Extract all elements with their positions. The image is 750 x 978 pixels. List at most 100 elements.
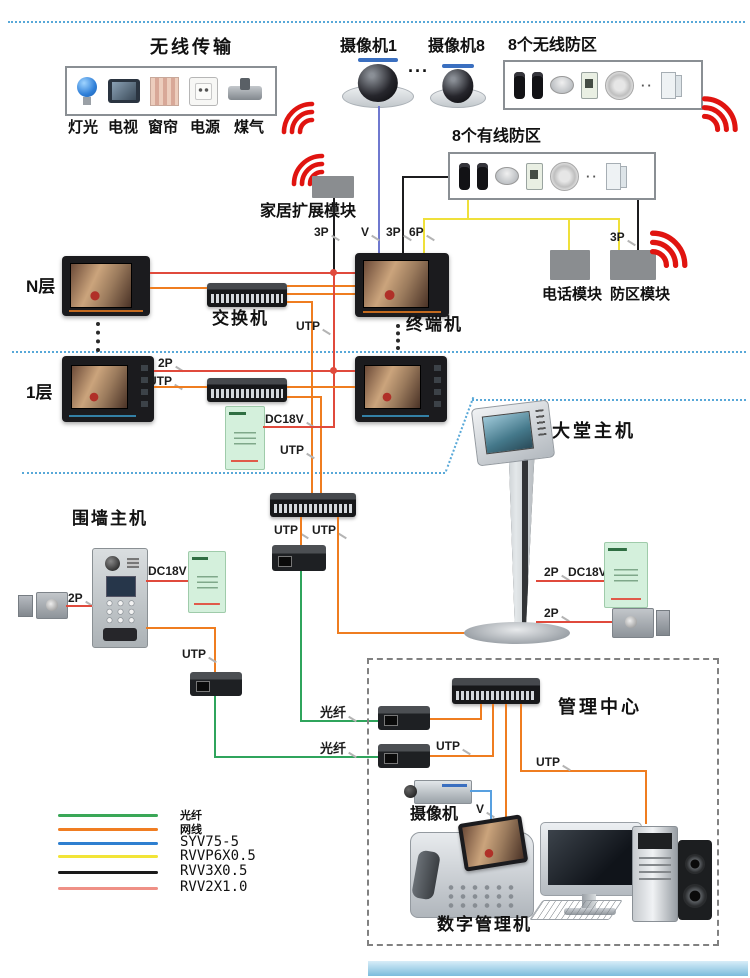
wire-label-dc18v: DC18V	[568, 566, 618, 579]
media-converter	[190, 672, 242, 696]
wire-label-2p: 2P	[158, 357, 184, 370]
wire-2p	[536, 621, 612, 623]
wall-door-station	[92, 548, 148, 648]
camera-ellipsis: ···	[408, 61, 429, 81]
smart-home-label-curtain: 窗帘	[148, 119, 179, 136]
wire-utp	[337, 632, 470, 634]
door-contact-icon	[605, 162, 627, 190]
footer-gradient-bar	[368, 961, 748, 976]
dome-camera-8	[430, 64, 486, 108]
lobby-kiosk-base	[464, 622, 570, 644]
wireless-signal-icon	[701, 96, 738, 133]
handset-icon	[410, 849, 442, 901]
wire-label-utp: UTP	[182, 648, 217, 661]
wire-label-fiber: 光纤	[320, 742, 357, 756]
wire-utp-riser	[311, 301, 313, 495]
pir-detector-icon	[526, 162, 543, 190]
center-camera-label: 摄像机	[410, 806, 459, 823]
indoor-monitor-n	[62, 256, 150, 316]
legend-label-fiber: 光纤	[180, 810, 202, 822]
digital-manager-label: 数字管理机	[437, 915, 532, 934]
smoke-detector-icon	[605, 70, 634, 100]
power-supply-wall	[188, 551, 226, 613]
wire-label-utp: UTP	[312, 524, 347, 537]
lobby-separator-left	[22, 472, 445, 474]
power-supply-lobby	[604, 542, 648, 608]
switch-label: 交换机	[212, 309, 269, 328]
electric-lock	[36, 592, 68, 619]
wire-fiber	[300, 571, 302, 720]
legend-line-fiber	[58, 814, 158, 817]
wire-utp	[337, 517, 339, 632]
dome-camera-1	[342, 58, 414, 108]
legend-line-rvv2	[58, 887, 158, 890]
pc-tower	[632, 826, 678, 922]
wire-fiber	[214, 756, 380, 758]
wire-utp	[520, 704, 522, 770]
pc-monitor	[540, 822, 642, 896]
wire-video	[470, 790, 490, 792]
legend-label-syv: SYV75-5	[180, 834, 240, 850]
zone-ellipsis: ··	[641, 77, 654, 93]
wire-fiber	[300, 720, 380, 722]
wire-label-v: V	[476, 803, 495, 816]
doorbell-screen	[106, 576, 136, 597]
management-center-label: 管理中心	[558, 697, 642, 717]
power-socket-icon	[189, 76, 218, 106]
floor-ellipsis	[96, 322, 100, 352]
lobby-separator-diagonal	[445, 396, 475, 472]
keypad	[103, 599, 137, 625]
wire-label-2p: 2P	[544, 607, 570, 620]
wire-utp	[287, 301, 313, 303]
legend-label-rvv2: RVV2X1.0	[180, 879, 248, 895]
management-center-box	[367, 658, 719, 946]
lobby-kiosk-screen	[470, 399, 556, 467]
wire-utp	[287, 386, 355, 388]
box-camera	[404, 780, 472, 804]
wire-label-utp: UTP	[296, 320, 331, 333]
wire-dc18v	[536, 580, 604, 582]
wall-host-label: 围墙主机	[72, 509, 148, 528]
wire-label-3p: 3P	[610, 231, 636, 244]
legend-label-rvvp: RVVP6X0.5	[180, 848, 256, 864]
lock-strike-plate	[18, 595, 33, 617]
wire-label-dc18v: DC18V	[148, 565, 198, 578]
wired-zones-box: ··	[448, 152, 656, 200]
floor1-label: 1层	[26, 383, 53, 402]
pc-keyboard	[529, 900, 623, 920]
wire-utp	[430, 718, 481, 720]
wire-utp	[430, 755, 493, 757]
wire-label-6p: 6P	[409, 226, 435, 239]
phone-module	[550, 250, 590, 280]
wire-6p	[568, 218, 570, 250]
legend-label-lan: 网线	[180, 824, 202, 836]
n-floor-label: N层	[26, 277, 56, 296]
legend-line-syv	[58, 842, 158, 845]
wire-label-utp: UTP	[436, 740, 471, 753]
lock-strike-plate	[656, 610, 670, 636]
smoke-detector-icon	[550, 161, 579, 191]
pir-detector-icon	[581, 71, 598, 99]
legend-line-rvvp	[58, 855, 158, 858]
remote-control-icon	[514, 71, 525, 99]
wire-label-utp: UTP	[280, 444, 315, 457]
camera8-label: 摄像机8	[428, 38, 485, 55]
zone-module-label: 防区模块	[610, 286, 671, 303]
wireless-signal-icon	[281, 101, 315, 135]
media-converter	[378, 706, 430, 730]
wire-dc18v	[146, 580, 188, 582]
wire-label-v: V	[361, 226, 380, 239]
curtain-icon	[150, 76, 179, 106]
zone-module	[610, 250, 656, 280]
wire-2p	[154, 370, 355, 372]
wire-utp	[492, 704, 494, 757]
wire-2p	[66, 605, 92, 607]
smart-home-label-power: 电源	[190, 119, 221, 136]
lobby-kiosk-pillar	[508, 452, 535, 628]
legend-line-rvv3	[58, 871, 158, 874]
zone-ellipsis: ··	[586, 168, 599, 184]
wire-2p-riser	[333, 272, 335, 427]
dome-sensor-icon	[550, 76, 574, 94]
card-reader	[103, 628, 137, 641]
